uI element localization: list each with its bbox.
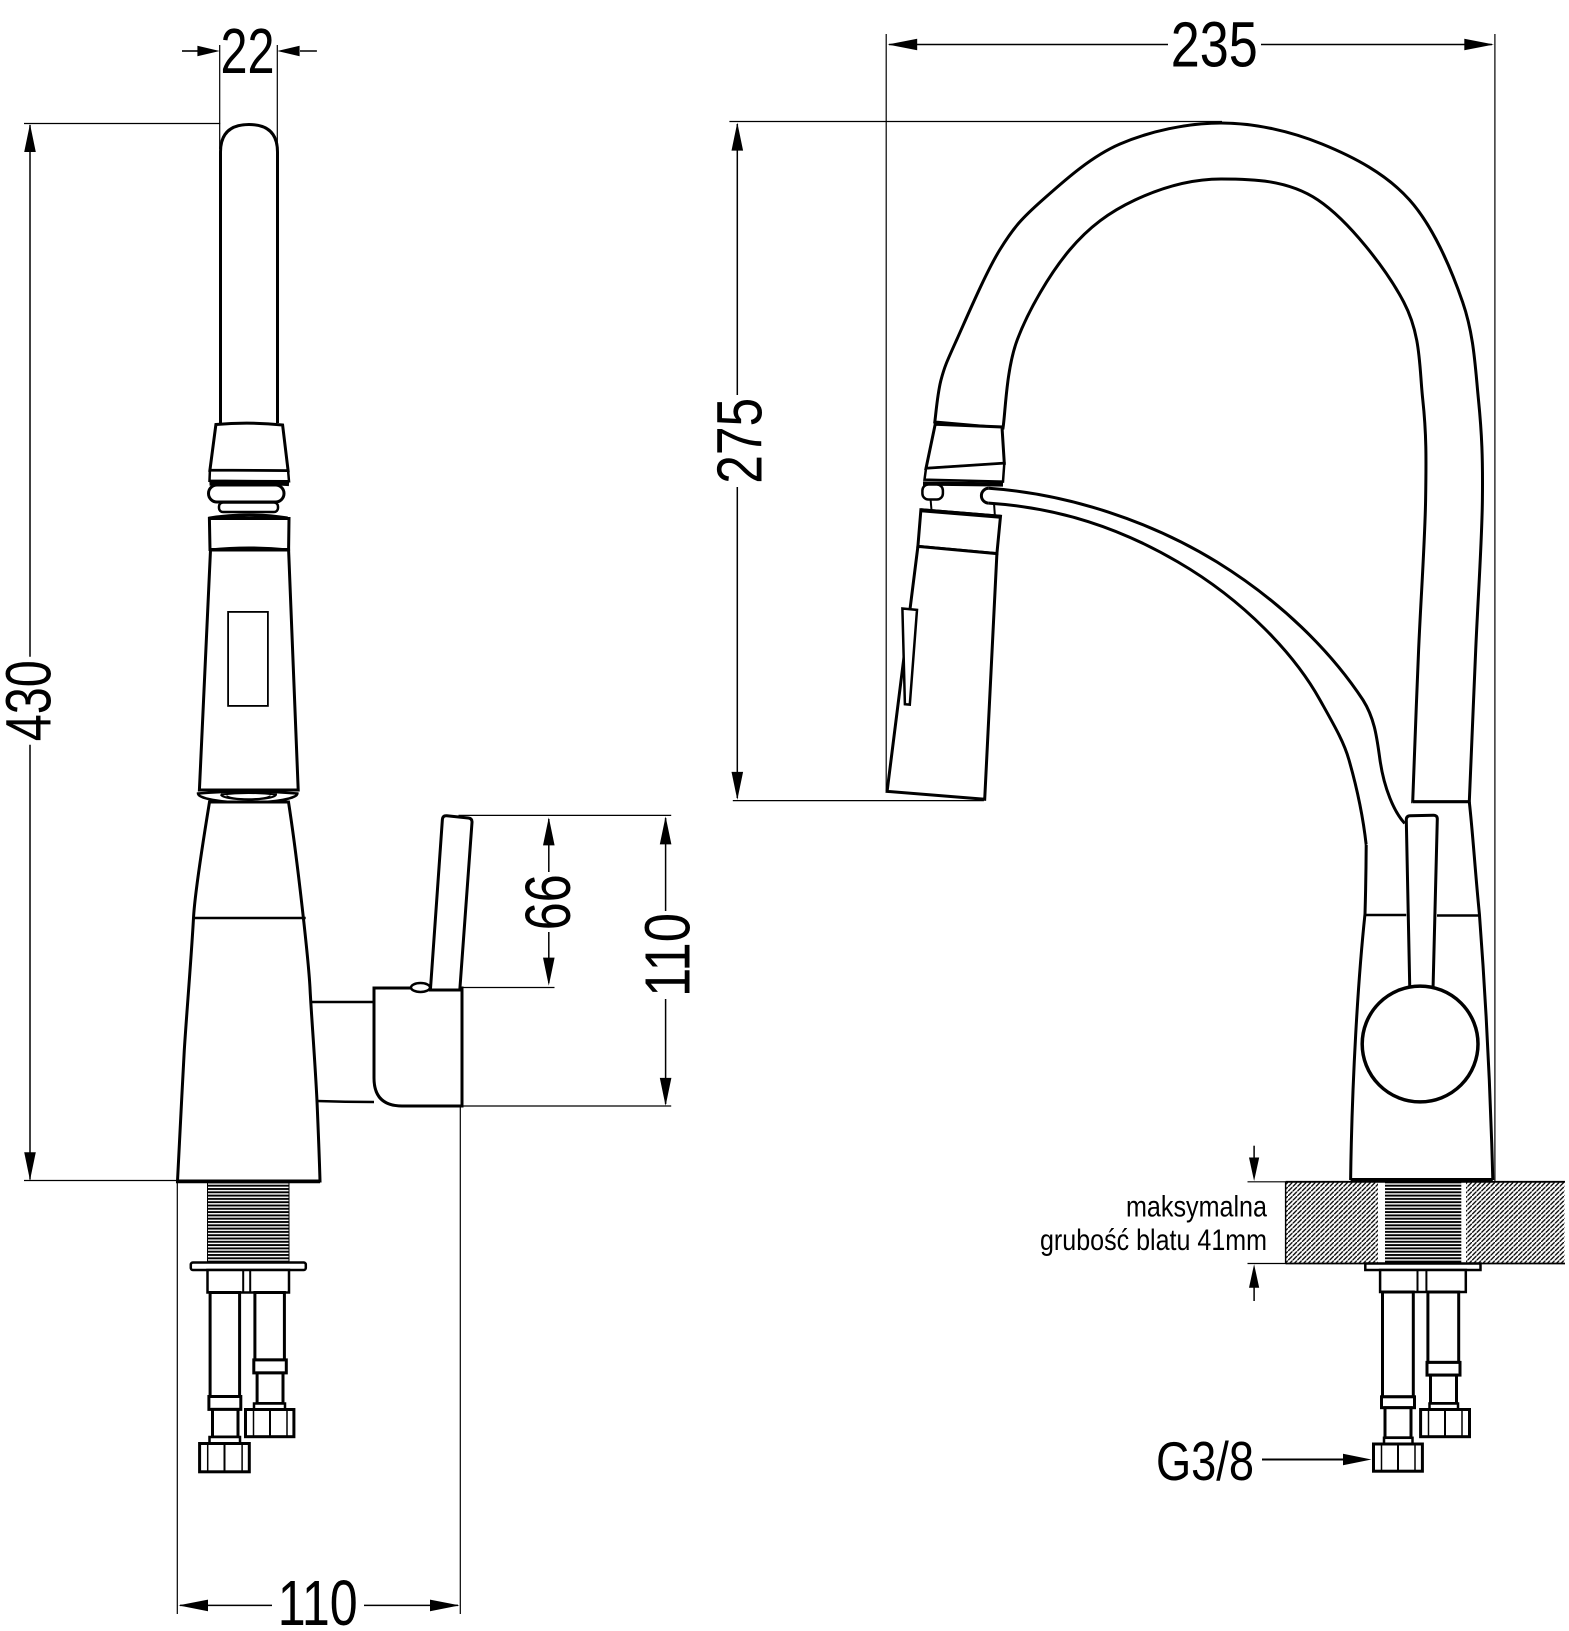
svg-text:430: 430: [0, 660, 65, 741]
svg-text:235: 235: [1171, 9, 1258, 81]
svg-text:maksymalna: maksymalna: [1126, 1191, 1267, 1224]
svg-text:grubość blatu 41mm: grubość blatu 41mm: [1040, 1224, 1267, 1257]
svg-text:66: 66: [512, 874, 584, 930]
svg-text:G3/8: G3/8: [1156, 1430, 1254, 1492]
svg-text:22: 22: [221, 15, 275, 87]
svg-text:110: 110: [278, 1567, 358, 1631]
svg-text:275: 275: [704, 398, 776, 484]
svg-text:110: 110: [631, 913, 703, 997]
